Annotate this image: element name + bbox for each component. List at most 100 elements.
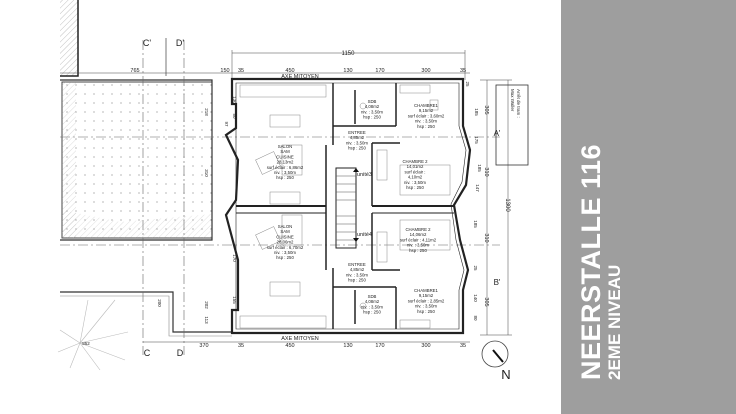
note-line: Max Waller [510, 89, 515, 112]
dimension-bottom: 35 [238, 343, 244, 349]
dimension-right-wall: 185 [474, 108, 479, 116]
dimension-right-wall: 185 [473, 220, 478, 228]
room-label-salon-top: surf éclair : 6,86m2 [267, 165, 304, 170]
stair-label-top: unité3 [357, 172, 372, 178]
room-label-chambre1-bottom: hsp : 250 [417, 309, 435, 314]
dimension-top: 765 [130, 68, 139, 74]
room-label-chambre2-top: surf éclair : [404, 169, 425, 174]
room-label-salon-bottom: 28,06m2 [277, 240, 294, 245]
dimension-top: 450 [285, 68, 294, 74]
room-label-chambre1-top: 9,15m2 [419, 108, 434, 113]
room-label-sdb-top: 4,08m2 [365, 104, 380, 109]
room-label-chambre1-top: hsp : 250 [417, 124, 435, 129]
room-label-sdb-top: SDB [368, 99, 377, 104]
room-label-sdb-top: hsp : 250 [363, 115, 381, 120]
room-label-salon-bottom: niv. : 3,50m [274, 250, 296, 255]
room-label-chambre2-bottom: 14,06m2 [410, 232, 427, 237]
dimension-right-wall: 147 [475, 184, 480, 192]
dimension-left: 113 [204, 316, 209, 324]
level-subtitle: 2EME NIVEAU [605, 264, 624, 380]
room-label-salon-top: SALON [278, 144, 293, 149]
section-mark-d-top: D' [176, 38, 184, 48]
terrace [60, 79, 213, 241]
room-label-salon-top: SAM [280, 149, 290, 154]
room-label-chambre1-bottom: surf éclair : 2,85m2 [408, 298, 445, 303]
room-label-sdb-bottom: SDB [368, 294, 377, 299]
room-label-entree-top: ENTREE [348, 130, 366, 135]
room-label-salon-bottom: SAM [280, 229, 290, 234]
dimension-bottom: 370 [199, 343, 208, 349]
note-box [495, 84, 529, 166]
section-mark-b: B' [494, 278, 501, 287]
dimension-left: 155 [232, 296, 237, 304]
room-label-entree-bottom: hsp : 250 [348, 278, 366, 283]
room-label-chambre2-top: CHAMBRE 2 [402, 159, 428, 164]
room-label-sdb-top: niv. : 3,50m [361, 109, 383, 114]
room-label-chambre2-top: hsp : 250 [406, 185, 424, 190]
room-label-chambre1-bottom: 9,15m2 [419, 293, 434, 298]
dimension-right-wall: 25 [465, 81, 470, 87]
axis-label-top: AXE MITOYEN [281, 74, 319, 80]
room-label-chambre1-top: CHAMBRE1 [414, 103, 438, 108]
dimension-top: 130 [343, 68, 352, 74]
room-label-chambre2-bottom: surf éclair : 4,11m2 [400, 237, 437, 242]
room-label-entree-top: niv. : 3,50m [346, 140, 368, 145]
spiral-stair-symbol [57, 299, 129, 371]
dimension-right: 305 [483, 105, 489, 114]
dimension-right-wall: 175 [474, 136, 479, 144]
title-panel [561, 0, 736, 414]
dimension-right-wall: 25 [473, 265, 478, 271]
dimension-left: 170 [232, 254, 237, 262]
section-mark-d-bottom: D [177, 348, 184, 358]
room-label-salon-bottom: surf éclair : 6,70m2 [267, 245, 304, 250]
stair-label-bottom: unité4 [357, 232, 372, 238]
room-label-chambre1-top: surf éclair : 3,60m2 [408, 113, 445, 118]
room-label-chambre2-top: niv. : 3,50m [404, 180, 426, 185]
room-label-chambre2-bottom: niv. : 3,50m [407, 243, 429, 248]
room-label-salon-top: hsp : 250 [276, 175, 294, 180]
room-label-sdb-bottom: hsp : 250 [363, 310, 381, 315]
dimension-left: 200 [157, 299, 162, 307]
note-line: Arrêt de tram : [516, 89, 521, 118]
dimension-left: 310 [204, 169, 209, 177]
dimension-right: 310 [483, 233, 489, 242]
dimension-right-wall: 80 [473, 315, 478, 321]
building-walls [224, 77, 472, 335]
staircase [336, 175, 356, 241]
section-mark-c-bottom: C [144, 348, 151, 358]
dimension-top: 35 [460, 68, 466, 74]
room-label-salon-bottom: hsp : 250 [276, 255, 294, 260]
room-label-chambre1-bottom: niv. : 3,50m [415, 304, 437, 309]
stair-down-arrow-icon [353, 238, 359, 242]
dimension-top: 150 [220, 68, 229, 74]
room-label-salon-top: niv. : 3,50m [274, 170, 296, 175]
project-title: NEERSTALLE 116 [576, 143, 606, 380]
north-arrow [481, 340, 509, 368]
room-label-entree-top: 4,85m2 [350, 135, 365, 140]
room-label-entree-bottom: 4,85m2 [350, 267, 365, 272]
dimension-overall-height: 1300 [504, 198, 510, 212]
room-label-salon-top: CUISINE [276, 154, 294, 159]
room-label-sdb-bottom: niv. : 3,50m [361, 304, 383, 309]
section-mark-a: A' [494, 129, 501, 138]
axis-label-bottom: AXE MITOYEN [281, 336, 319, 342]
dimension-top: 35 [238, 68, 244, 74]
stair-up-arrow-icon [353, 168, 359, 172]
dimension-left: 202 [204, 301, 209, 309]
dimension-left: 80 [232, 113, 237, 119]
room-label-entree-bottom: ENTREE [348, 262, 366, 267]
dimension-bottom: 300 [421, 343, 430, 349]
dimension-left: 218 [204, 108, 209, 116]
room-label-salon-bottom: SALON [278, 224, 293, 229]
dimension-bottom: 35 [460, 343, 466, 349]
dimension-top: 300 [421, 68, 430, 74]
dimension-right: 310 [483, 167, 489, 176]
dimension-right-wall: 185 [477, 164, 482, 172]
room-label-sdb-bottom: 4,08m2 [365, 299, 380, 304]
room-label-chambre1-bottom: CHAMBRE1 [414, 288, 438, 293]
dimension-right-wall: 140 [473, 294, 478, 302]
room-label-entree-bottom: niv. : 3,50m [346, 272, 368, 277]
north-label: N [501, 367, 510, 382]
